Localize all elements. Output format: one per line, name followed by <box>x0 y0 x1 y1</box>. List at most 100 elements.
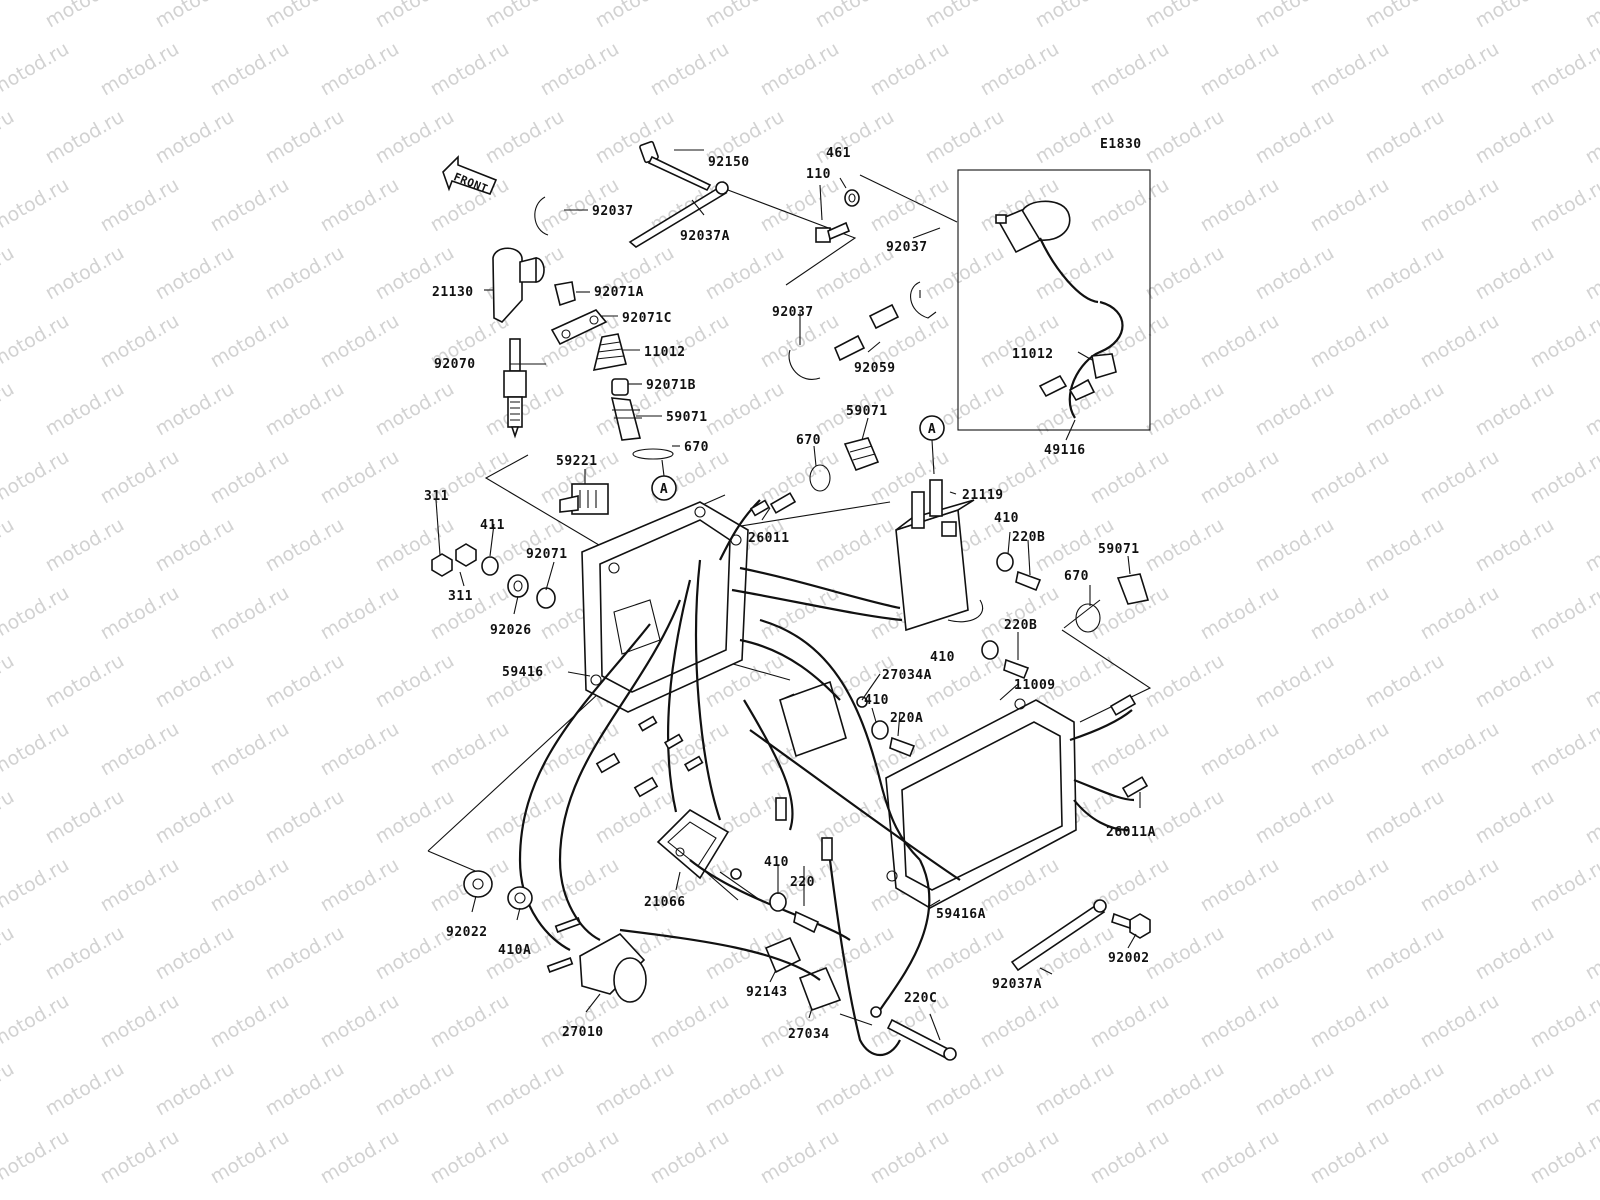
watermark-text: motod.ru <box>317 310 403 373</box>
watermark-text: motod.ru <box>1252 922 1338 985</box>
watermark-text: motod.ru <box>317 718 403 781</box>
svg-text:49116: 49116 <box>1044 443 1086 458</box>
svg-text:670: 670 <box>684 440 709 455</box>
watermark-text: motod.ru <box>0 446 73 509</box>
watermark-text: motod.ru <box>812 514 898 577</box>
svg-text:92071A: 92071A <box>594 285 644 300</box>
watermark-text: motod.ru <box>152 242 238 305</box>
watermark-text: motod.ru <box>152 378 238 441</box>
svg-text:92037: 92037 <box>772 305 814 320</box>
watermark-text: motod.ru <box>1307 582 1393 645</box>
watermark-text: motod.ru <box>262 650 348 713</box>
watermark-text: motod.ru <box>922 106 1008 169</box>
watermark-text: motod.ru <box>372 1194 458 1200</box>
svg-text:410: 410 <box>994 511 1019 526</box>
watermark-text: motod.ru <box>1142 0 1228 32</box>
watermark-text: motod.ru <box>1472 1194 1558 1200</box>
watermark-text: motod.ru <box>317 446 403 509</box>
watermark-text: motod.ru <box>1197 990 1283 1053</box>
part-labels: E1830 92150 92037 92037A 461 110 21130 9… <box>424 137 1155 1042</box>
svg-text:220B: 220B <box>1004 618 1037 633</box>
watermark-text: motod.ru <box>1582 786 1600 849</box>
watermark-text: motod.ru <box>152 1194 238 1200</box>
sleeves-92059 <box>833 303 900 362</box>
watermark-text: motod.ru <box>0 378 18 441</box>
watermark-text: motod.ru <box>1582 1194 1600 1200</box>
watermark-text: motod.ru <box>1362 650 1448 713</box>
watermark-text: motod.ru <box>427 1126 513 1189</box>
watermark-text: motod.ru <box>922 0 1008 32</box>
svg-text:92071B: 92071B <box>646 378 696 393</box>
watermark-text: motod.ru <box>42 378 128 441</box>
watermark-text: motod.ru <box>0 38 73 101</box>
svg-text:59416: 59416 <box>502 665 544 680</box>
watermark-text: motod.ru <box>757 1126 843 1189</box>
watermark-text: motod.ru <box>0 990 73 1053</box>
watermark-text: motod.ru <box>1527 582 1600 645</box>
connector-59221 <box>559 483 609 515</box>
watermark-text: motod.ru <box>0 582 73 645</box>
watermark-text: motod.ru <box>207 718 293 781</box>
watermark-text: motod.ru <box>812 1194 898 1200</box>
watermark-text: motod.ru <box>482 1058 568 1121</box>
watermark-text: motod.ru <box>922 922 1008 985</box>
watermark-text: motod.ru <box>592 0 678 32</box>
svg-text:410: 410 <box>764 855 789 870</box>
watermark-text: motod.ru <box>207 1126 293 1189</box>
watermark-text: motod.ru <box>812 0 898 32</box>
watermark-text: motod.ru <box>977 310 1063 373</box>
case-59416 <box>581 501 749 713</box>
watermark-text: motod.ru <box>372 106 458 169</box>
watermark-text: motod.ru <box>372 1058 458 1121</box>
bolt-110 <box>815 189 860 243</box>
watermark-text: motod.ru <box>1527 38 1600 101</box>
watermark-text: motod.ru <box>1527 446 1600 509</box>
watermark-text: motod.ru <box>97 854 183 917</box>
watermark-text: motod.ru <box>1472 650 1558 713</box>
watermark-text: motod.ru <box>97 446 183 509</box>
watermark-text: motod.ru <box>1417 38 1503 101</box>
watermark-text: motod.ru <box>1197 1126 1283 1189</box>
watermark-text: motod.ru <box>1087 446 1173 509</box>
bolt-92150 <box>639 140 712 192</box>
svg-text:92037: 92037 <box>592 204 634 219</box>
watermark-text: motod.ru <box>1197 310 1283 373</box>
watermark-text: motod.ru <box>1252 106 1338 169</box>
wiring-harness <box>518 492 1149 1056</box>
watermark-text: motod.ru <box>1527 174 1600 237</box>
svg-text:92143: 92143 <box>746 985 788 1000</box>
watermark-text: motod.ru <box>372 786 458 849</box>
watermark-text: motod.ru <box>922 1058 1008 1121</box>
svg-text:A: A <box>928 422 936 437</box>
watermark-text: motod.ru <box>1582 378 1600 441</box>
watermark-text: motod.ru <box>482 1194 568 1200</box>
watermark-text: motod.ru <box>1197 854 1283 917</box>
watermark-text: motod.ru <box>207 174 293 237</box>
svg-text:92037: 92037 <box>886 240 928 255</box>
watermark-text: motod.ru <box>1472 106 1558 169</box>
svg-text:410A: 410A <box>498 943 531 958</box>
watermark-text: motod.ru <box>1032 1194 1118 1200</box>
watermark-text: motod.ru <box>482 0 568 32</box>
watermark-text: motod.ru <box>372 0 458 32</box>
watermark-text: motod.ru <box>317 174 403 237</box>
watermark-text: motod.ru <box>537 854 623 917</box>
watermark-text: motod.ru <box>1582 242 1600 305</box>
watermark-text: motod.ru <box>592 106 678 169</box>
watermark-text: motod.ru <box>0 650 18 713</box>
grommet-59071-right <box>1075 573 1150 633</box>
watermark-text: motod.ru <box>482 106 568 169</box>
watermark-text: motod.ru <box>1252 650 1338 713</box>
watermark-text: motod.ru <box>42 1194 128 1200</box>
watermark-text: motod.ru <box>1032 242 1118 305</box>
svg-text:21119: 21119 <box>962 488 1004 503</box>
watermark-text: motod.ru <box>317 1126 403 1189</box>
watermark-text: motod.ru <box>922 242 1008 305</box>
watermark-text: motod.ru <box>1417 582 1503 645</box>
watermark-text: motod.ru <box>702 1194 788 1200</box>
watermark-text: motod.ru <box>42 514 128 577</box>
watermark-text: motod.ru <box>262 922 348 985</box>
watermark-text: motod.ru <box>537 1126 623 1189</box>
ignition-boot-stack <box>550 281 674 460</box>
watermark-text: motod.ru <box>1032 0 1118 32</box>
